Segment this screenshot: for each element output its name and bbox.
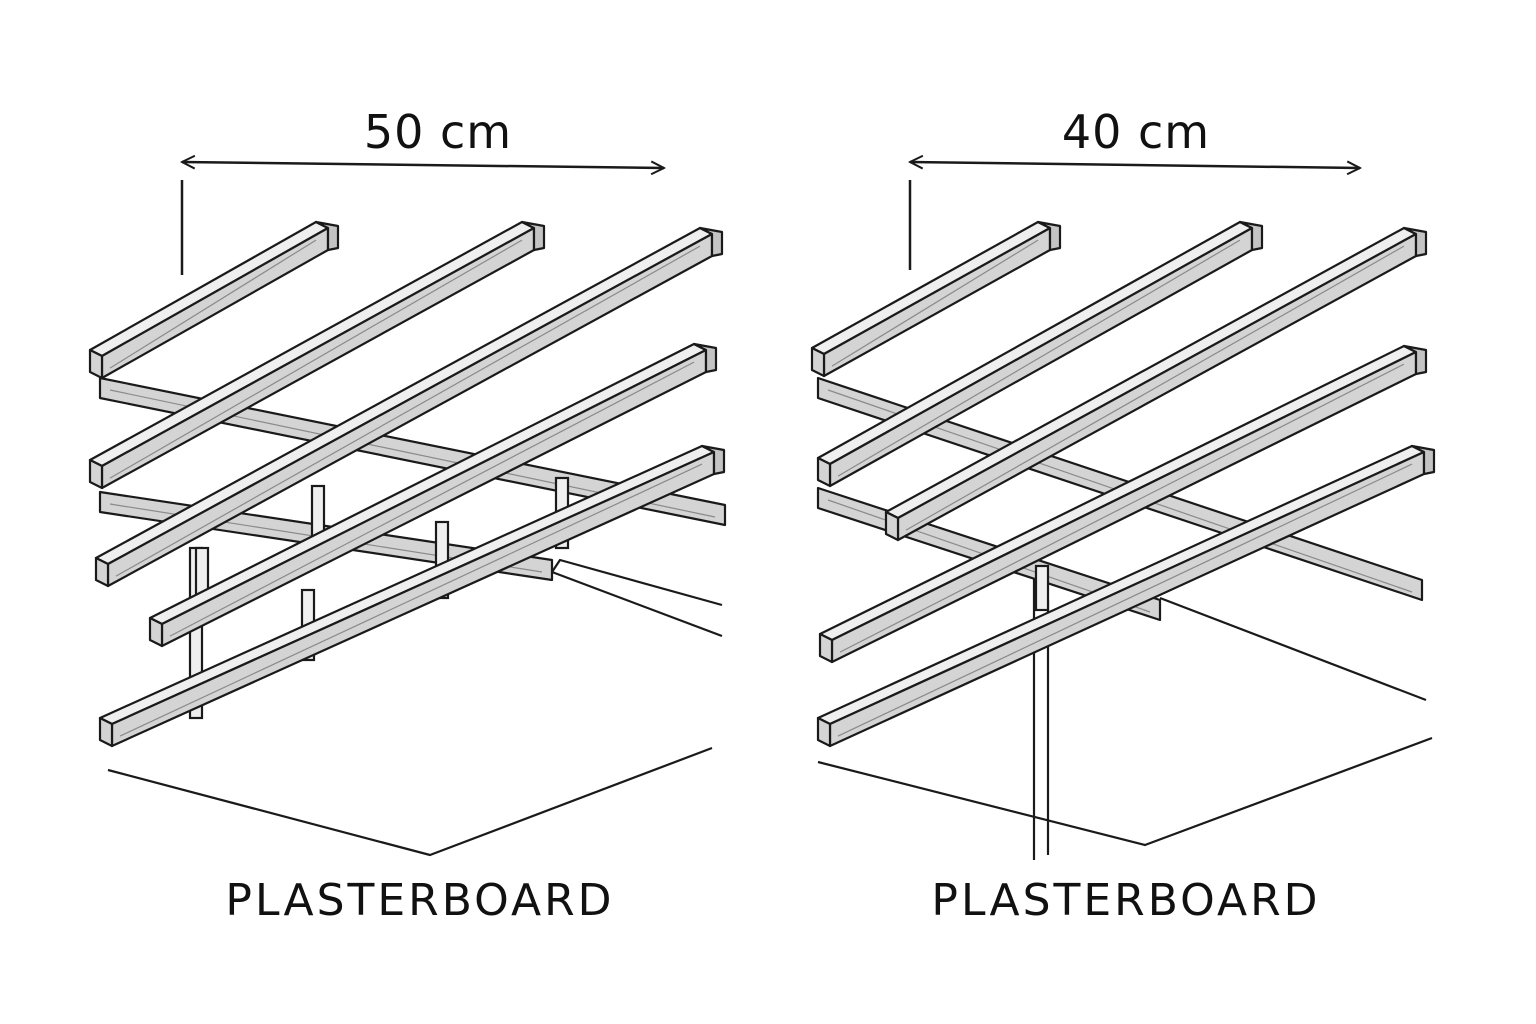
left-caption: PLASTERBOARD <box>225 875 614 926</box>
left-batten <box>88 220 340 380</box>
right-batten <box>816 220 1264 488</box>
right-hanger <box>1034 564 1050 612</box>
left-panel: 50 cm PLASTERBOARD <box>88 105 727 926</box>
left-dimension: 50 cm <box>182 105 664 275</box>
left-batten <box>148 342 718 648</box>
right-dimension-label: 40 cm <box>1062 105 1210 159</box>
right-dimension-arrow <box>910 162 1360 168</box>
right-batten <box>816 444 1436 748</box>
left-plasterboard <box>107 558 723 857</box>
right-panel: 40 cm PLASTERBOARD <box>810 105 1436 926</box>
left-batten <box>98 444 726 748</box>
right-dimension: 40 cm <box>910 105 1360 270</box>
right-batten <box>810 220 1062 378</box>
right-hangers <box>1034 564 1050 612</box>
left-batten <box>88 220 546 490</box>
left-dimension-arrow <box>182 162 664 168</box>
right-battens <box>810 220 1436 748</box>
left-dimension-label: 50 cm <box>364 105 512 159</box>
right-caption: PLASTERBOARD <box>931 875 1320 926</box>
left-battens <box>88 220 726 748</box>
left-batten <box>94 226 724 588</box>
right-batten <box>884 226 1428 542</box>
right-batten <box>818 344 1428 664</box>
